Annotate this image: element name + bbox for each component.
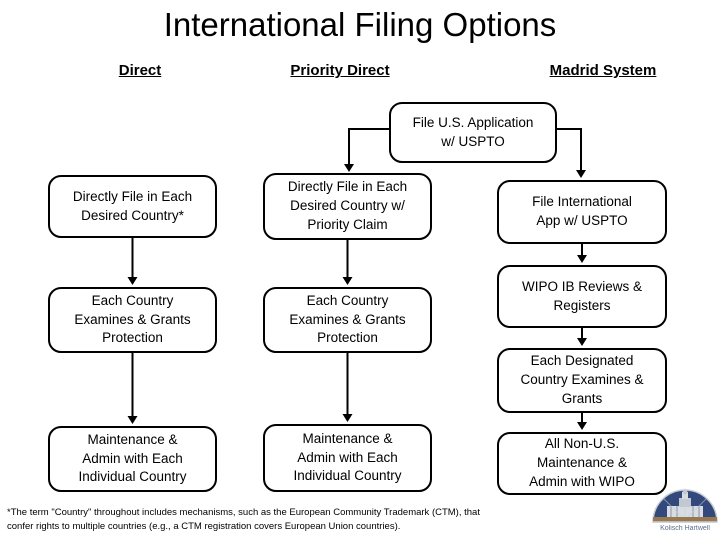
column-header-madrid-system: Madrid System: [549, 62, 657, 79]
footnote-country-definition: *The term "Country" throughout includes …: [7, 507, 480, 533]
node-priority-file-with-claim: Directly File in Each Desired Country w/…: [263, 173, 432, 240]
node-file-us-application: File U.S. Application w/ USPTO: [389, 102, 557, 163]
arrowhead-madrid-1-2: [577, 255, 587, 263]
node-madrid-non-us-maintenance: All Non-U.S. Maintenance & Admin with WI…: [497, 432, 667, 495]
arrowhead-priority-1-2: [342, 277, 353, 285]
arrowhead-madrid-3-4: [577, 422, 587, 430]
arrowhead-direct-1-2: [127, 277, 138, 285]
arrowhead-priority-2-3: [342, 414, 353, 422]
arrowhead-madrid-2-3: [577, 338, 587, 346]
node-direct-maintenance-admin: Maintenance & Admin with Each Individual…: [48, 426, 217, 492]
building-arch-icon: [652, 488, 718, 523]
column-header-priority-direct: Priority Direct: [290, 62, 390, 79]
arrowhead-root-to-priority: [344, 164, 354, 172]
logo-caption: Kolisch Hartwell: [660, 525, 710, 532]
column-header-direct: Direct: [118, 62, 162, 79]
connector-root-to-madrid: [557, 128, 582, 170]
node-madrid-designated-country-examines: Each Designated Country Examines & Grant…: [497, 348, 667, 413]
arrowhead-root-to-madrid: [576, 170, 586, 178]
connector-root-to-priority: [348, 128, 389, 164]
node-priority-maintenance-admin: Maintenance & Admin with Each Individual…: [263, 424, 432, 492]
node-madrid-file-international-app: File International App w/ USPTO: [497, 180, 667, 244]
node-direct-each-country-examines: Each Country Examines & Grants Protectio…: [48, 287, 217, 353]
kolisch-hartwell-logo: Kolisch Hartwell: [651, 486, 719, 539]
slide-title: International Filing Options: [163, 6, 557, 43]
node-madrid-wipo-ib-reviews: WIPO IB Reviews & Registers: [497, 265, 667, 328]
node-priority-each-country-examines: Each Country Examines & Grants Protectio…: [263, 287, 432, 353]
arrowhead-direct-2-3: [127, 416, 138, 424]
node-direct-file-each-country: Directly File in Each Desired Country*: [48, 175, 217, 238]
